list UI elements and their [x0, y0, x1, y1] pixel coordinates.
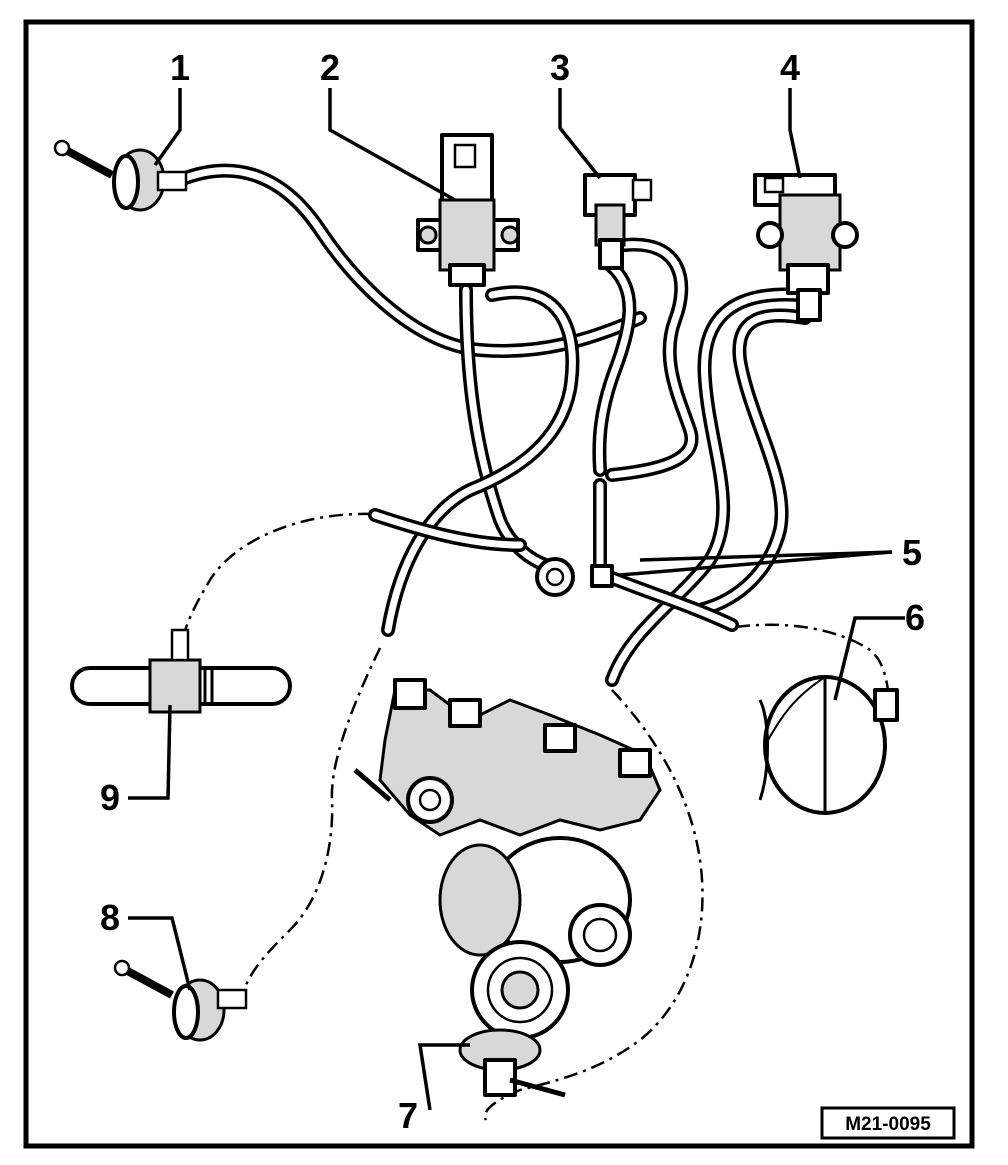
part-6-vacuum-reservoir — [758, 675, 899, 815]
vacuum-hoses — [173, 163, 812, 687]
part-9-hose-connector — [70, 628, 292, 714]
callout-labels: 1 2 3 4 5 6 7 8 9 — [100, 47, 925, 1136]
callout-8: 8 — [100, 897, 120, 938]
leader-lines — [128, 88, 905, 1111]
callout-1: 1 — [170, 47, 190, 88]
callout-7: 7 — [398, 1095, 418, 1136]
part-5-junction — [535, 557, 614, 597]
callout-9: 9 — [100, 777, 120, 818]
callout-6: 6 — [905, 597, 925, 638]
callout-3: 3 — [550, 47, 570, 88]
callout-5: 5 — [902, 532, 922, 573]
part-2-solenoid-valve — [416, 133, 520, 287]
reference-code: M21-0095 — [845, 1114, 931, 1135]
part-4-pressure-converter — [753, 173, 859, 322]
reference-code-box: M21-0095 — [820, 1106, 956, 1140]
dashed-connection-lines — [181, 512, 890, 1121]
part-8-vacuum-unit — [113, 959, 248, 1042]
callout-2: 2 — [320, 47, 340, 88]
part-1-vacuum-unit — [53, 139, 188, 212]
part-7-turbocharger — [353, 678, 662, 1098]
callout-4: 4 — [780, 47, 800, 88]
part-3-valve — [583, 173, 653, 270]
